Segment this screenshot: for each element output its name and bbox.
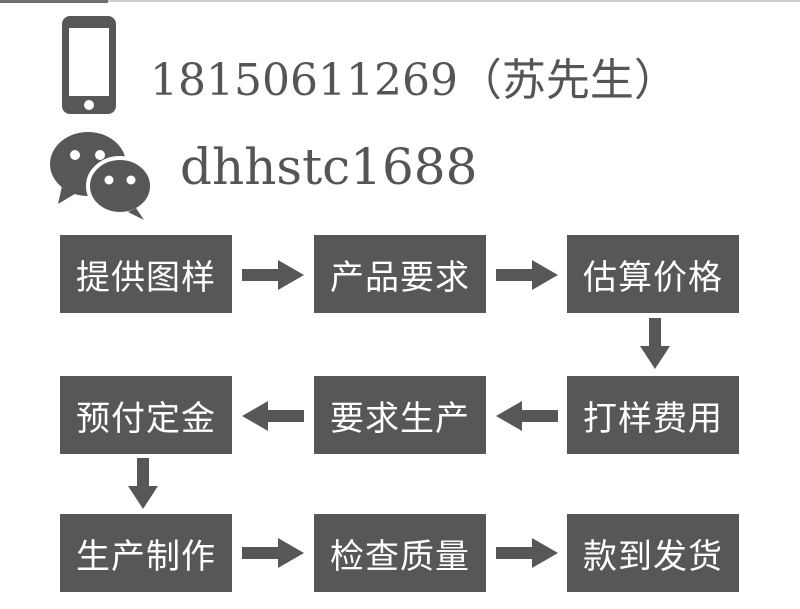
step-box: 估算价格 <box>567 235 739 313</box>
step-box: 提供图样 <box>60 235 232 313</box>
step-box: 打样费用 <box>567 376 739 454</box>
step-box: 生产制作 <box>60 514 232 592</box>
step-box: 产品要求 <box>314 235 486 313</box>
arrow-right-icon <box>496 538 558 568</box>
mobile-phone-icon <box>62 16 116 114</box>
arrow-right-icon <box>242 538 304 568</box>
wechat-icon <box>50 132 154 220</box>
top-divider <box>0 0 800 2</box>
arrow-right-icon <box>496 260 558 290</box>
arrow-right-icon <box>242 260 304 290</box>
arrow-down-icon <box>128 458 158 509</box>
step-box: 检查质量 <box>314 514 486 592</box>
arrow-left-icon <box>242 401 304 431</box>
arrow-left-icon <box>496 401 558 431</box>
step-box: 要求生产 <box>314 376 486 454</box>
wechat-id: dhhstc1688 <box>180 138 478 196</box>
phone-number: 18150611269（苏先生） <box>150 55 678 106</box>
step-box: 款到发货 <box>567 514 739 592</box>
arrow-down-icon <box>640 318 670 369</box>
step-box: 预付定金 <box>60 376 232 454</box>
top-divider-accent <box>0 0 108 3</box>
